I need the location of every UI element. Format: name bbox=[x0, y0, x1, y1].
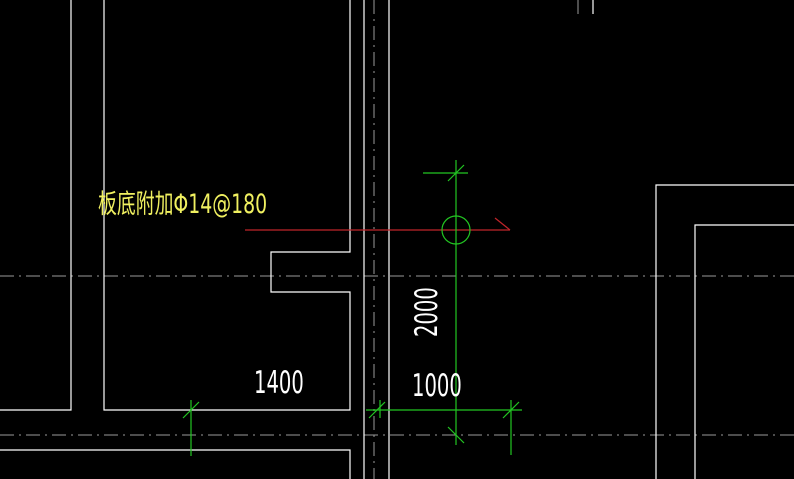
dimension-text-1000[interactable]: 1000 bbox=[412, 368, 462, 404]
dimension-tick-bottom bbox=[447, 426, 465, 444]
rebar-annotation-label[interactable]: 板底附加Φ14@180 bbox=[98, 190, 267, 220]
wall-left-column bbox=[0, 0, 72, 411]
dimension-text-2000[interactable]: 2000 bbox=[409, 287, 445, 337]
dimension-tick-top bbox=[447, 164, 465, 182]
dimension-tick-left bbox=[368, 401, 386, 419]
dimension-text-1400[interactable]: 1400 bbox=[254, 365, 304, 401]
dimension-lines bbox=[182, 160, 522, 456]
wall-right-outer bbox=[655, 184, 794, 479]
wall-bottom-slab-edge bbox=[0, 449, 351, 479]
wall-right-inner bbox=[694, 224, 794, 479]
dimension-tick-left-outer bbox=[182, 401, 200, 419]
rebar-line-end-tick bbox=[494, 217, 511, 231]
wall-left-slab-edge bbox=[103, 0, 351, 411]
rebar-section-circle[interactable] bbox=[441, 215, 471, 245]
